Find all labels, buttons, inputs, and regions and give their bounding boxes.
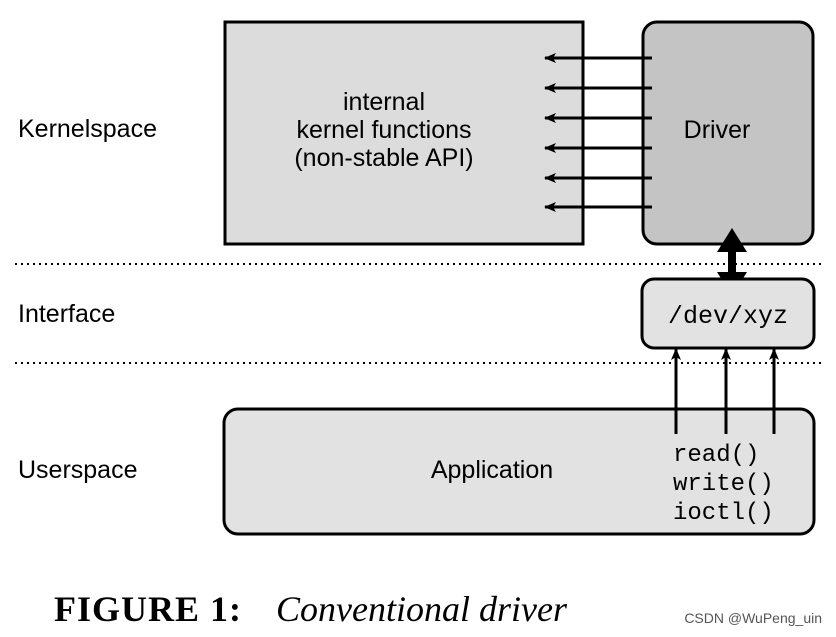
layer-label-interface: Interface	[18, 300, 115, 328]
layer-label-kernelspace: Kernelspace	[18, 115, 157, 143]
figure-caption-label: FIGURE 1:	[54, 589, 242, 629]
syscall-arrows	[671, 348, 779, 434]
kernel-functions-line-3: (non-stable API)	[294, 144, 473, 172]
device-file-label: /dev/xyz	[668, 302, 788, 331]
layer-label-userspace: Userspace	[18, 456, 138, 484]
kernel-functions-line-2: kernel functions	[296, 116, 471, 144]
application-box	[222, 407, 816, 536]
syscall-read: read()	[673, 442, 759, 469]
csdn-watermark: CSDN @WuPeng_uin	[684, 610, 822, 626]
kernel-functions-box	[223, 20, 585, 246]
syscall-ioctl: ioctl()	[673, 500, 774, 527]
driver-to-kernel-arrows	[544, 53, 652, 212]
driver-label: Driver	[684, 116, 751, 144]
application-label: Application	[431, 456, 553, 484]
figure-caption-text: Conventional driver	[276, 589, 567, 629]
figure-caption: FIGURE 1: Conventional driver	[54, 588, 567, 630]
kernel-functions-line-1: internal	[343, 88, 425, 116]
syscall-write: write()	[673, 471, 774, 498]
